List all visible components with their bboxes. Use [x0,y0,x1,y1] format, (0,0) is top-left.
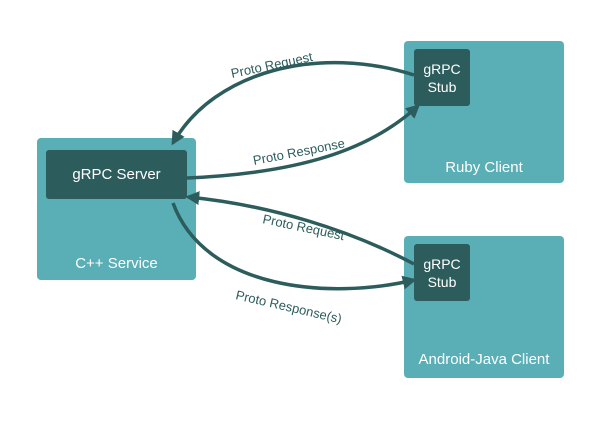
ruby-request-label: Proto Request [230,49,315,81]
ruby-response-arrow [186,104,421,180]
ruby-stub-line2: Stub [427,78,457,95]
android-client-box: Android-Java Client [404,236,564,378]
android-request-label: Proto Request [261,211,346,243]
cpp-service-label: C++ Service [75,255,158,272]
android-client-label: Android-Java Client [418,351,550,368]
android-response-label: Proto Response(s) [234,287,343,326]
grpc-server-box: gRPC Server [46,150,187,199]
ruby-client-label: Ruby Client [445,159,523,176]
android-stub-line1: gRPC [423,255,461,272]
ruby-stub-line1: gRPC [423,60,461,77]
ruby-response-label: Proto Response [252,135,346,168]
android-response-arrow [171,202,417,291]
android-grpc-stub: gRPC Stub [414,244,470,301]
android-request-arrow [185,191,415,266]
ruby-request-arrow [171,60,415,146]
ruby-grpc-stub: gRPC Stub [414,49,470,106]
android-stub-line2: Stub [427,273,457,290]
